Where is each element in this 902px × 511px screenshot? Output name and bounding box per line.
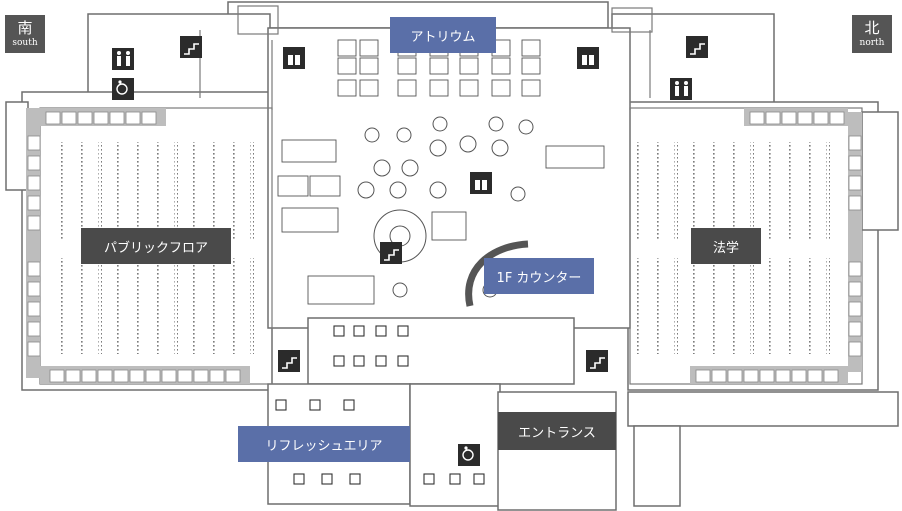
counter-desk	[465, 240, 529, 307]
stairs-icon	[180, 36, 202, 58]
study-room-tables	[333, 325, 409, 367]
label-entrance[interactable]: エントランス	[498, 412, 616, 450]
restroom-icon	[670, 78, 692, 100]
compass-north-label: north	[859, 37, 885, 48]
label-counter[interactable]: 1F カウンター	[484, 258, 594, 294]
compass-south: 南 south	[5, 15, 45, 53]
elevator-icon	[283, 47, 305, 69]
compass-south-label: south	[12, 37, 38, 48]
compass-north-kanji: 北	[864, 18, 880, 37]
refresh-area-tables	[275, 399, 485, 485]
elevator-icon	[470, 172, 492, 194]
stairs-icon	[278, 350, 300, 372]
stairs-icon	[380, 242, 402, 264]
elevator-icon	[577, 47, 599, 69]
compass-north: 北 north	[852, 15, 892, 53]
label-atrium[interactable]: アトリウム	[390, 17, 496, 53]
accessible-restroom-icon	[458, 444, 480, 466]
carrels	[27, 111, 862, 383]
law-stacks	[636, 142, 830, 354]
label-public-floor[interactable]: パブリックフロア	[81, 228, 231, 264]
accessible-restroom-icon	[112, 78, 134, 100]
label-refresh-area[interactable]: リフレッシュエリア	[238, 426, 410, 462]
stairs-icon	[586, 350, 608, 372]
label-law[interactable]: 法学	[691, 228, 761, 264]
public-floor-stacks	[60, 142, 254, 354]
compass-south-kanji: 南	[17, 18, 33, 37]
restroom-icon	[112, 48, 134, 70]
stairs-icon	[686, 36, 708, 58]
